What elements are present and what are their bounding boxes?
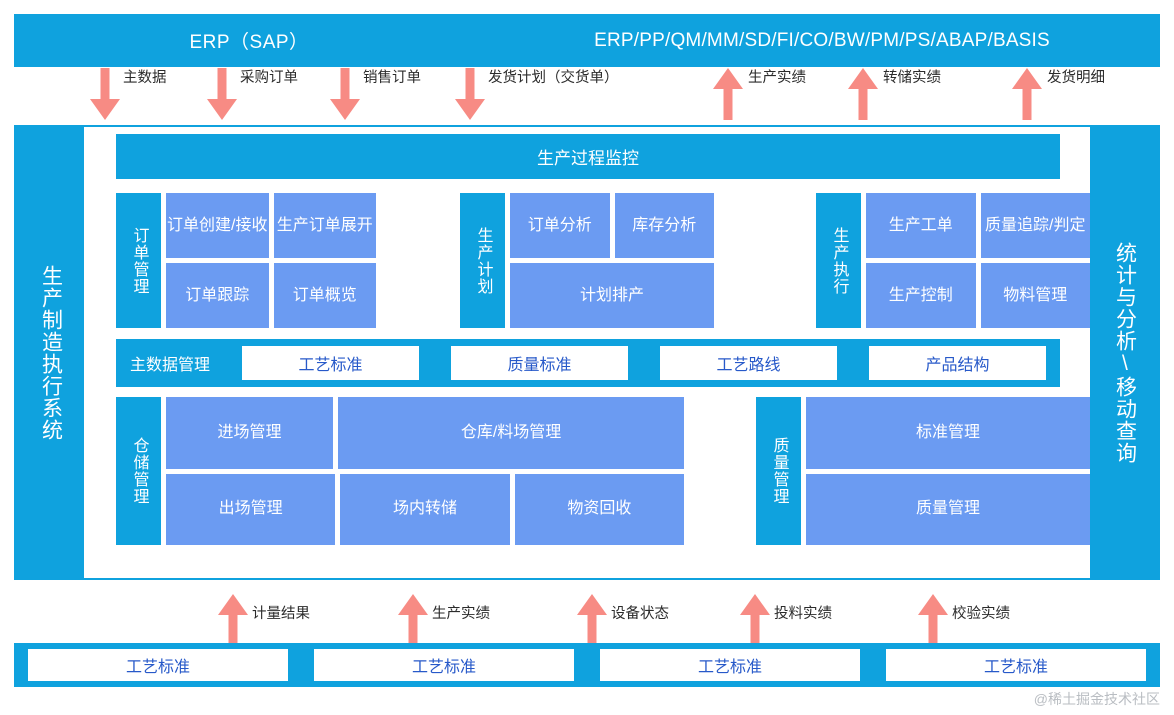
module-tile[interactable]: 计划排产 bbox=[510, 263, 714, 328]
module-group-title[interactable]: 生产执行 bbox=[816, 193, 861, 328]
mes-frame: 生产制造执行系统 统计与分析\移动查询 生产过程监控 订单管理订单创建/接收生产… bbox=[14, 125, 1160, 580]
master-data-item[interactable]: 产品结构 bbox=[869, 346, 1047, 380]
bottom-flow-label-2: 设备状态 bbox=[611, 606, 669, 622]
module-tile[interactable]: 订单跟踪 bbox=[166, 263, 269, 328]
ops-tile[interactable]: 质量管理 bbox=[806, 473, 1090, 545]
module-group-1: 生产计划订单分析库存分析计划排产 bbox=[460, 193, 714, 328]
ops-group-title[interactable]: 质量管理 bbox=[756, 397, 801, 545]
module-group-2: 生产执行生产工单质量追踪/判定生产控制物料管理 bbox=[816, 193, 1090, 328]
process-standard-box[interactable]: 工艺标准 bbox=[886, 649, 1146, 681]
module-tile[interactable]: 质量追踪/判定 bbox=[980, 193, 1090, 258]
process-standard-band: 工艺标准工艺标准工艺标准工艺标准 bbox=[14, 643, 1160, 687]
module-group-0: 订单管理订单创建/接收生产订单展开订单跟踪订单概览 bbox=[116, 193, 376, 328]
module-tile[interactable]: 生产订单展开 bbox=[273, 193, 376, 258]
module-tile[interactable]: 生产控制 bbox=[866, 263, 976, 328]
master-data-item[interactable]: 质量标准 bbox=[451, 346, 629, 380]
master-data-item[interactable]: 工艺路线 bbox=[660, 346, 838, 380]
erp-sap-title: ERP（SAP） bbox=[189, 32, 309, 53]
warehouse-quality-row: 仓储管理进场管理仓库/料场管理出场管理场内转储物资回收质量管理标准管理质量管理 bbox=[116, 397, 1090, 545]
watermark: @稀土掘金技术社区 bbox=[1033, 691, 1160, 707]
ops-tile[interactable]: 标准管理 bbox=[806, 397, 1090, 469]
flow-label-4: 生产实绩 bbox=[748, 70, 806, 86]
ops-tile[interactable]: 物资回收 bbox=[514, 473, 684, 545]
module-tile[interactable]: 订单概览 bbox=[273, 263, 376, 328]
mes-right-sidebar-label: 统计与分析\移动查询 bbox=[1090, 127, 1158, 578]
bottom-flow-label-0: 计量结果 bbox=[252, 606, 310, 622]
mes-left-sidebar-label: 生产制造执行系统 bbox=[16, 127, 84, 578]
module-tile[interactable]: 库存分析 bbox=[614, 193, 714, 258]
ops-group-1: 质量管理标准管理质量管理 bbox=[756, 397, 1090, 545]
flow-label-0: 主数据 bbox=[123, 70, 167, 86]
module-group-title[interactable]: 生产计划 bbox=[460, 193, 505, 328]
process-standard-box[interactable]: 工艺标准 bbox=[600, 649, 860, 681]
erp-modules-title: ERP/PP/QM/MM/SD/FI/CO/BW/PM/PS/ABAP/BASI… bbox=[594, 29, 1050, 51]
module-tile[interactable]: 生产工单 bbox=[866, 193, 976, 258]
bottom-flow-label-3: 投料实绩 bbox=[774, 606, 832, 622]
ops-group-0: 仓储管理进场管理仓库/料场管理出场管理场内转储物资回收 bbox=[116, 397, 684, 545]
master-data-item[interactable]: 工艺标准 bbox=[242, 346, 420, 380]
bottom-flow-label-4: 校验实绩 bbox=[952, 606, 1010, 622]
production-monitor-bar: 生产过程监控 bbox=[116, 134, 1060, 179]
flow-label-6: 发货明细 bbox=[1047, 70, 1105, 86]
module-tile[interactable]: 订单创建/接收 bbox=[166, 193, 269, 258]
module-tile[interactable]: 物料管理 bbox=[980, 263, 1090, 328]
module-tile[interactable]: 订单分析 bbox=[510, 193, 610, 258]
bottom-flow-label-1: 生产实绩 bbox=[432, 606, 490, 622]
ops-tile[interactable]: 场内转储 bbox=[340, 473, 510, 545]
ops-group-title[interactable]: 仓储管理 bbox=[116, 397, 161, 545]
erp-header-band: ERP（SAP） ERP/PP/QM/MM/SD/FI/CO/BW/PM/PS/… bbox=[14, 14, 1160, 67]
ops-tile[interactable]: 进场管理 bbox=[166, 397, 334, 469]
functional-groups-row: 订单管理订单创建/接收生产订单展开订单跟踪订单概览生产计划订单分析库存分析计划排… bbox=[116, 193, 1090, 328]
process-standard-box[interactable]: 工艺标准 bbox=[314, 649, 574, 681]
flow-label-5: 转储实绩 bbox=[883, 70, 941, 86]
flow-label-1: 采购订单 bbox=[240, 70, 298, 86]
ops-tile[interactable]: 仓库/料场管理 bbox=[338, 397, 684, 469]
master-data-band: 主数据管理 工艺标准质量标准工艺路线产品结构 bbox=[116, 339, 1060, 387]
flow-label-2: 销售订单 bbox=[363, 70, 421, 86]
master-data-title: 主数据管理 bbox=[130, 357, 211, 374]
ops-tile[interactable]: 出场管理 bbox=[166, 473, 336, 545]
process-standard-box[interactable]: 工艺标准 bbox=[28, 649, 288, 681]
master-data-items: 工艺标准质量标准工艺路线产品结构 bbox=[242, 346, 1047, 380]
module-group-title[interactable]: 订单管理 bbox=[116, 193, 161, 328]
mes-inner-area: 生产过程监控 订单管理订单创建/接收生产订单展开订单跟踪订单概览生产计划订单分析… bbox=[102, 127, 1090, 578]
flow-label-3: 发货计划（交货单） bbox=[488, 70, 619, 86]
